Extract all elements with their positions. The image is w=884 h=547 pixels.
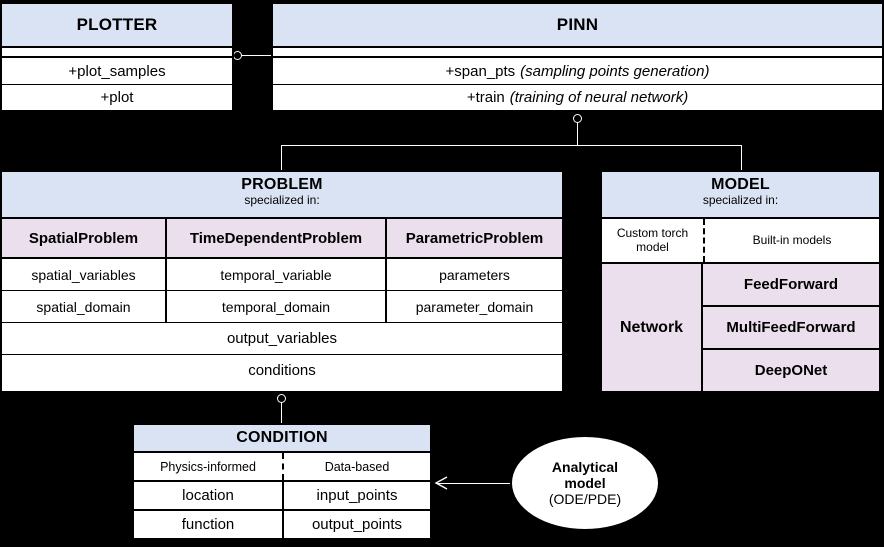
connector-plotter-pinn bbox=[241, 55, 272, 56]
analytical-line-3: (ODE/PDE) bbox=[548, 491, 622, 508]
model-deeponet[interactable]: DeepONet bbox=[703, 348, 879, 391]
connector-analytical-condition bbox=[437, 483, 515, 484]
class-box-plotter[interactable]: PLOTTER +plot_samples +plot bbox=[0, 2, 234, 112]
attr-temporal-domain: temporal_domain bbox=[165, 291, 385, 322]
model-kind-custom-torch: Custom torch model bbox=[616, 225, 689, 254]
model-multifeedforward[interactable]: MultiFeedForward bbox=[703, 305, 879, 348]
class-box-problem[interactable]: PROBLEM specialized in: SpatialProblem T… bbox=[0, 170, 564, 393]
connector-bus-to-problem bbox=[281, 145, 282, 171]
analytical-line-1: Analytical bbox=[551, 458, 619, 475]
model-title: MODEL specialized in: bbox=[602, 172, 879, 219]
problem-attribute-row: spatial_domain temporal_domain parameter… bbox=[2, 290, 562, 322]
attr-spatial-variables: spatial_variables bbox=[2, 259, 165, 290]
model-builtin-list: FeedForward MultiFeedForward DeepONet bbox=[703, 264, 879, 391]
pinn-method-train-sig: +train bbox=[466, 89, 505, 106]
connector-pinn-vertical bbox=[577, 123, 578, 145]
pinn-method-span-pts-note: (sampling points generation) bbox=[520, 62, 710, 80]
condition-kind-row: Physics-informed Data-based bbox=[134, 453, 430, 480]
attr-output-variables: output_variables bbox=[2, 322, 562, 354]
connector-ball-condition bbox=[277, 394, 286, 403]
problem-title: PROBLEM specialized in: bbox=[2, 172, 562, 219]
subclass-parametric-problem[interactable]: ParametricProblem bbox=[385, 219, 562, 257]
model-title-text: MODEL bbox=[711, 176, 770, 193]
model-kind-builtin: Built-in models bbox=[703, 219, 879, 262]
model-body: Network FeedForward MultiFeedForward Dee… bbox=[602, 262, 879, 391]
subclass-spatial-problem[interactable]: SpatialProblem bbox=[2, 219, 165, 257]
class-box-condition[interactable]: CONDITION Physics-informed Data-based lo… bbox=[132, 423, 432, 540]
problem-title-text: PROBLEM bbox=[241, 176, 323, 193]
plotter-method-plot[interactable]: +plot bbox=[2, 84, 232, 110]
condition-attr-input-points: input_points bbox=[282, 482, 430, 509]
plotter-attributes-compartment bbox=[2, 48, 232, 58]
attr-conditions: conditions bbox=[2, 354, 562, 386]
attr-temporal-variable: temporal_variable bbox=[165, 259, 385, 290]
attr-parameters: parameters bbox=[385, 259, 562, 290]
plotter-title: PLOTTER bbox=[2, 4, 232, 48]
analytical-model-node[interactable]: Analytical model (ODE/PDE) bbox=[510, 435, 660, 531]
plotter-method-plot-samples[interactable]: +plot_samples bbox=[2, 58, 232, 84]
problem-attribute-row: spatial_variables temporal_variable para… bbox=[2, 257, 562, 290]
connector-ball-plotter bbox=[233, 51, 242, 60]
pinn-attributes-compartment bbox=[273, 48, 882, 58]
model-subtitle: specialized in: bbox=[702, 192, 779, 207]
class-box-model[interactable]: MODEL specialized in: Custom torch model… bbox=[600, 170, 881, 393]
connector-ball-pinn bbox=[573, 114, 582, 123]
condition-attribute-row: location input_points bbox=[134, 480, 430, 509]
model-network[interactable]: Network bbox=[602, 264, 703, 391]
pinn-method-train-note: (training of neural network) bbox=[509, 89, 689, 106]
condition-attribute-row: function output_points bbox=[134, 509, 430, 538]
analytical-line-2: model bbox=[564, 474, 606, 491]
class-box-pinn[interactable]: PINN +span_pts (sampling points generati… bbox=[271, 2, 884, 112]
condition-kind-physics-informed: Physics-informed bbox=[160, 459, 256, 474]
model-kind-row: Custom torch model Built-in models bbox=[602, 219, 879, 262]
connector-problem-condition bbox=[281, 402, 282, 424]
connector-bus-to-model bbox=[741, 145, 742, 171]
condition-attr-function: function bbox=[134, 511, 282, 538]
pinn-title: PINN bbox=[273, 4, 882, 48]
model-feedforward[interactable]: FeedForward bbox=[703, 264, 879, 305]
attr-parameter-domain: parameter_domain bbox=[385, 291, 562, 322]
attr-spatial-domain: spatial_domain bbox=[2, 291, 165, 322]
pinn-method-span-pts-sig: +span_pts bbox=[445, 62, 516, 80]
pinn-method-span-pts[interactable]: +span_pts (sampling points generation) bbox=[273, 58, 882, 84]
problem-subclass-row: SpatialProblem TimeDependentProblem Para… bbox=[2, 219, 562, 257]
problem-subtitle: specialized in: bbox=[244, 192, 320, 207]
pinn-method-train[interactable]: +train (training of neural network) bbox=[273, 84, 882, 110]
condition-kind-data-based: Data-based bbox=[282, 453, 430, 480]
condition-title: CONDITION bbox=[134, 425, 430, 453]
condition-attr-output-points: output_points bbox=[282, 511, 430, 538]
connector-bus-horizontal bbox=[281, 145, 742, 146]
subclass-time-dependent-problem[interactable]: TimeDependentProblem bbox=[165, 219, 385, 257]
condition-attr-location: location bbox=[134, 482, 282, 509]
